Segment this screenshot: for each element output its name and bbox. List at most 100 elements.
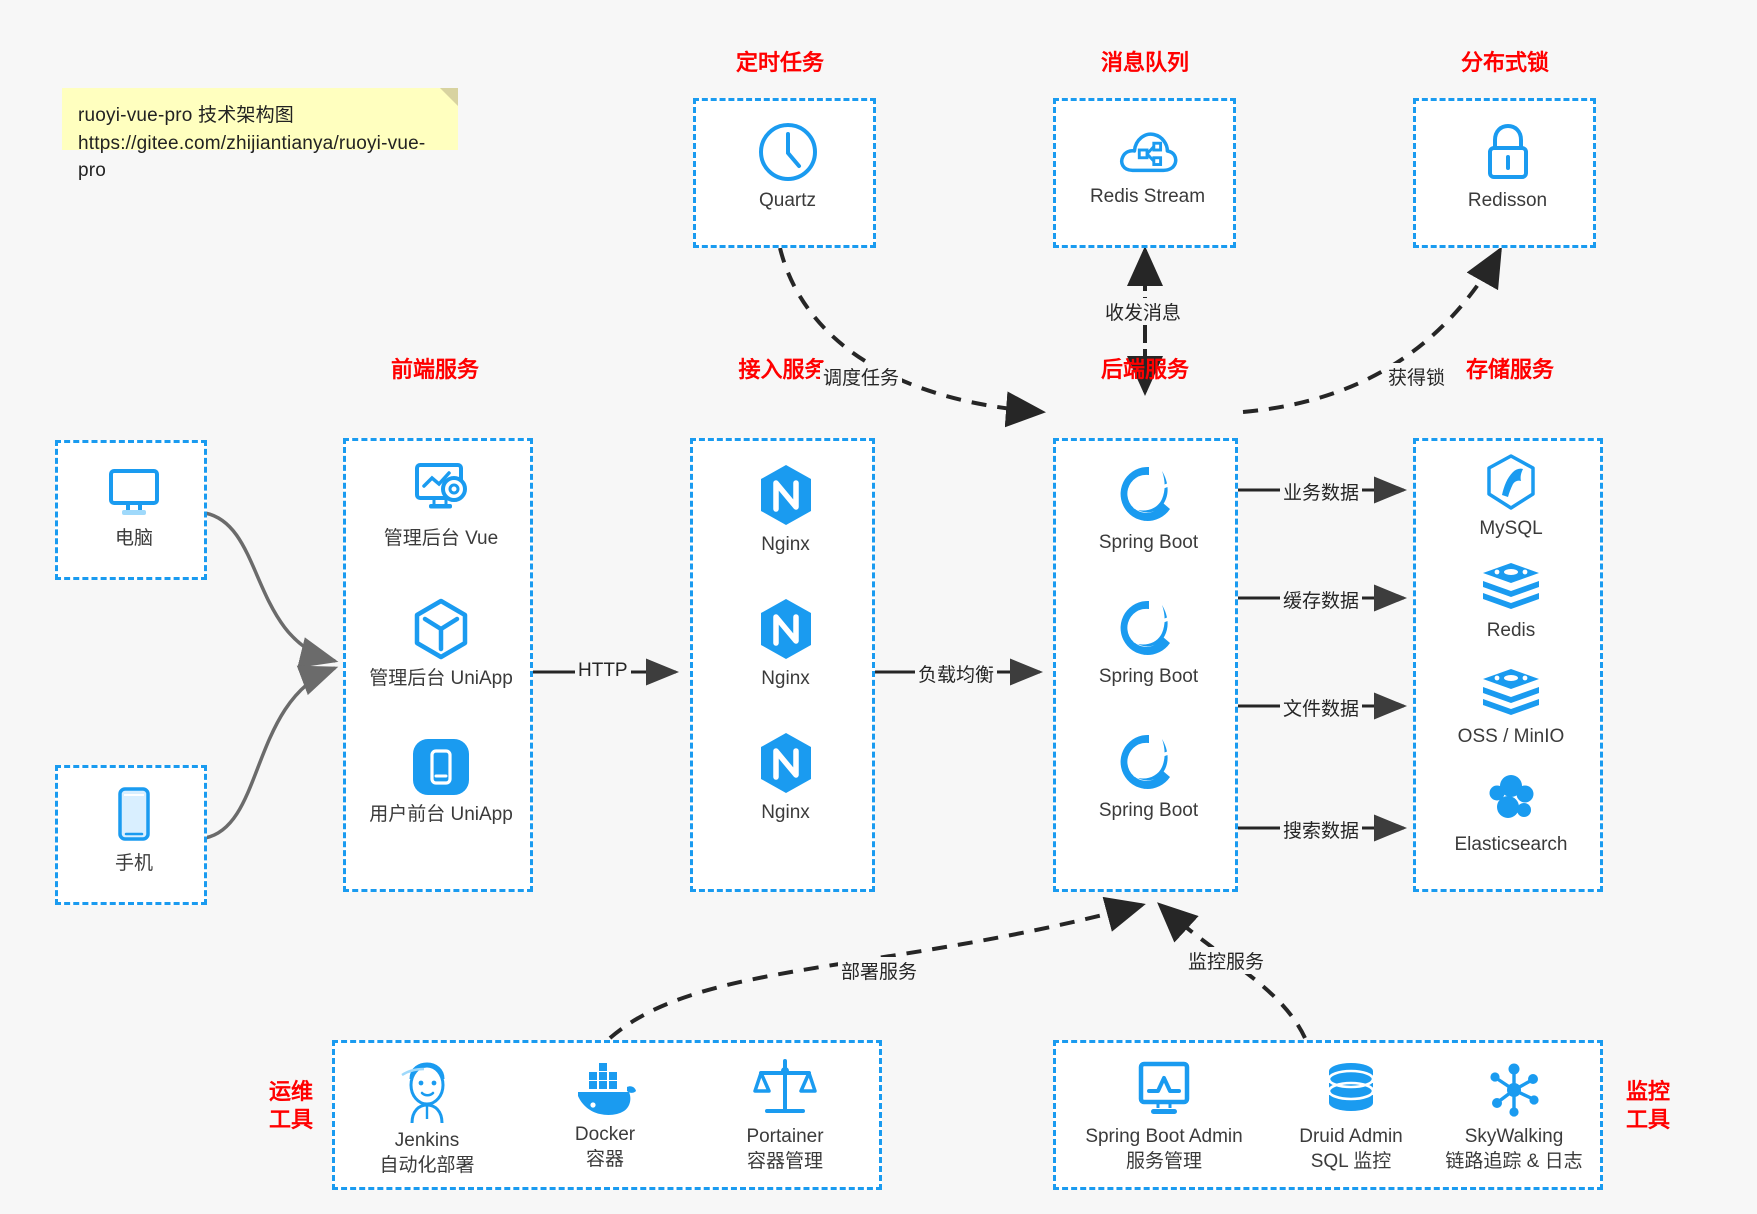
node-label: Redis Stream [1089,186,1206,207]
group-box-devops: Jenkins 自动化部署 Docker 容器 [332,1040,882,1190]
desktop-icon [109,469,159,515]
edge-label-get-lock: 获得锁 [1385,363,1449,390]
node-oss-minio[interactable]: OSS / MinIO [1416,665,1606,750]
group-title-frontend: 前端服务 [390,357,479,382]
phone-app-icon [413,739,469,795]
node-label: Nginx [761,668,810,689]
group-title-mq: 消息队列 [1100,50,1189,75]
portainer-icon [753,1059,817,1113]
monitor-chart-icon [1138,1061,1190,1114]
node-elasticsearch[interactable]: Elasticsearch [1416,771,1606,858]
diagram-note: ruoyi-vue-pro 技术架构图 https://gitee.com/zh… [62,88,458,181]
edge-label-load-balance: 负载均衡 [915,660,998,687]
node-label: 管理后台 Vue [383,528,499,549]
node-label: 电脑 [114,528,153,549]
node-user-uniapp[interactable]: 用户前台 UniApp [346,737,536,828]
node-mysql[interactable]: MySQL [1416,453,1606,542]
node-label: Elasticsearch [1454,834,1568,855]
lock-icon [1487,123,1528,179]
group-box-gateway: Nginx Nginx Nginx [690,438,875,892]
node-nginx-1[interactable]: Nginx [693,463,878,558]
note-url: https://gitee.com/zhijiantianya/ruoyi-vu… [78,132,426,182]
node-redis-stream[interactable]: Redis Stream [1056,121,1239,210]
group-title-devops-line2: 工具 [268,1106,313,1132]
node-label: 手机 [114,853,153,874]
node-label: SkyWalking [1464,1126,1564,1147]
node-label: Nginx [761,534,810,555]
node-druid-admin[interactable]: Druid Admin SQL 监控 [1266,1061,1436,1174]
nginx-icon [760,733,811,793]
node-admin-vue[interactable]: 管理后台 Vue [346,461,536,552]
note-fold-icon [440,88,458,106]
node-label: Spring Boot [1098,532,1199,553]
node-spring-boot-2[interactable]: Spring Boot [1056,597,1241,690]
node-label: Spring Boot [1098,666,1199,687]
node-mobile[interactable]: 手机 [58,786,210,877]
mysql-icon [1487,454,1535,510]
node-redisson[interactable]: Redisson [1416,121,1599,214]
group-title-monitoring: 监控 工具 [1615,1078,1681,1133]
node-sublabel: 链路追踪 & 日志 [1445,1150,1583,1172]
node-label: Redisson [1467,190,1548,211]
group-title-devops-line1: 运维 [268,1079,313,1104]
node-portainer[interactable]: Portainer 容器管理 [705,1057,865,1174]
spring-boot-icon [1120,600,1170,655]
skywalking-icon [1490,1063,1539,1117]
edge-label-deploy: 部署服务 [838,957,921,984]
dashboard-gear-icon [415,463,467,509]
group-box-scheduler: Quartz [693,98,876,248]
node-label: Spring Boot Admin [1085,1126,1243,1147]
note-title: ruoyi-vue-pro 技术架构图 [78,105,295,126]
node-sublabel: 服务管理 [1125,1150,1202,1172]
node-jenkins[interactable]: Jenkins 自动化部署 [347,1061,507,1178]
cube-icon [414,598,468,660]
node-skywalking[interactable]: SkyWalking 链路追踪 & 日志 [1424,1061,1604,1174]
edge-label-cache-data: 缓存数据 [1280,586,1363,613]
node-sublabel: 自动化部署 [379,1154,475,1176]
node-label: Spring Boot [1098,800,1199,821]
node-spring-boot-1[interactable]: Spring Boot [1056,463,1241,556]
node-admin-uniapp[interactable]: 管理后台 UniApp [346,597,536,692]
node-label: Docker [574,1124,636,1145]
group-title-scheduler: 定时任务 [735,50,824,75]
edge-label-monitor: 监控服务 [1185,947,1268,974]
group-box-client-desktop: 电脑 [55,440,207,580]
node-sublabel: SQL 监控 [1310,1150,1392,1172]
group-title-lock: 分布式锁 [1460,50,1549,75]
node-nginx-3[interactable]: Nginx [693,731,878,826]
node-label: MySQL [1479,518,1543,539]
node-spring-boot-admin[interactable]: Spring Boot Admin 服务管理 [1064,1061,1264,1174]
group-title-storage: 存储服务 [1465,357,1554,382]
node-label: Quartz [758,190,817,211]
edge-label-biz-data: 业务数据 [1280,478,1363,505]
node-label: OSS / MinIO [1457,726,1565,747]
nginx-icon [760,465,811,525]
node-quartz[interactable]: Quartz [696,121,879,214]
docker-icon [578,1063,636,1115]
node-label: 管理后台 UniApp [369,668,513,689]
node-label: Druid Admin [1299,1126,1403,1147]
nginx-icon [760,599,811,659]
group-box-storage: MySQL Redis OSS / MinIO [1413,438,1603,892]
edge-label-search-data: 搜索数据 [1280,816,1363,843]
oss-icon [1483,669,1539,715]
mobile-icon [118,787,150,841]
redis-icon [1483,563,1539,609]
group-box-frontend: 管理后台 Vue 管理后台 UniApp 用户前台 UniApp [343,438,533,892]
node-docker[interactable]: Docker 容器 [525,1061,685,1172]
node-spring-boot-3[interactable]: Spring Boot [1056,731,1241,824]
group-title-devops: 运维 工具 [258,1078,324,1133]
group-box-lock: Redisson [1413,98,1596,248]
edge-label-http: HTTP [575,660,631,682]
edge-label-mq-message: 收发消息 [1102,298,1185,325]
node-label: 用户前台 UniApp [369,804,513,825]
database-icon [1327,1063,1375,1111]
group-title-monitoring-line2: 工具 [1625,1106,1670,1132]
node-redis[interactable]: Redis [1416,559,1606,644]
node-desktop[interactable]: 电脑 [58,465,210,552]
jenkins-icon [401,1062,445,1123]
spring-boot-icon [1120,466,1170,521]
edge-label-file-data: 文件数据 [1280,694,1363,721]
node-nginx-2[interactable]: Nginx [693,597,878,692]
clock-icon [758,123,817,181]
